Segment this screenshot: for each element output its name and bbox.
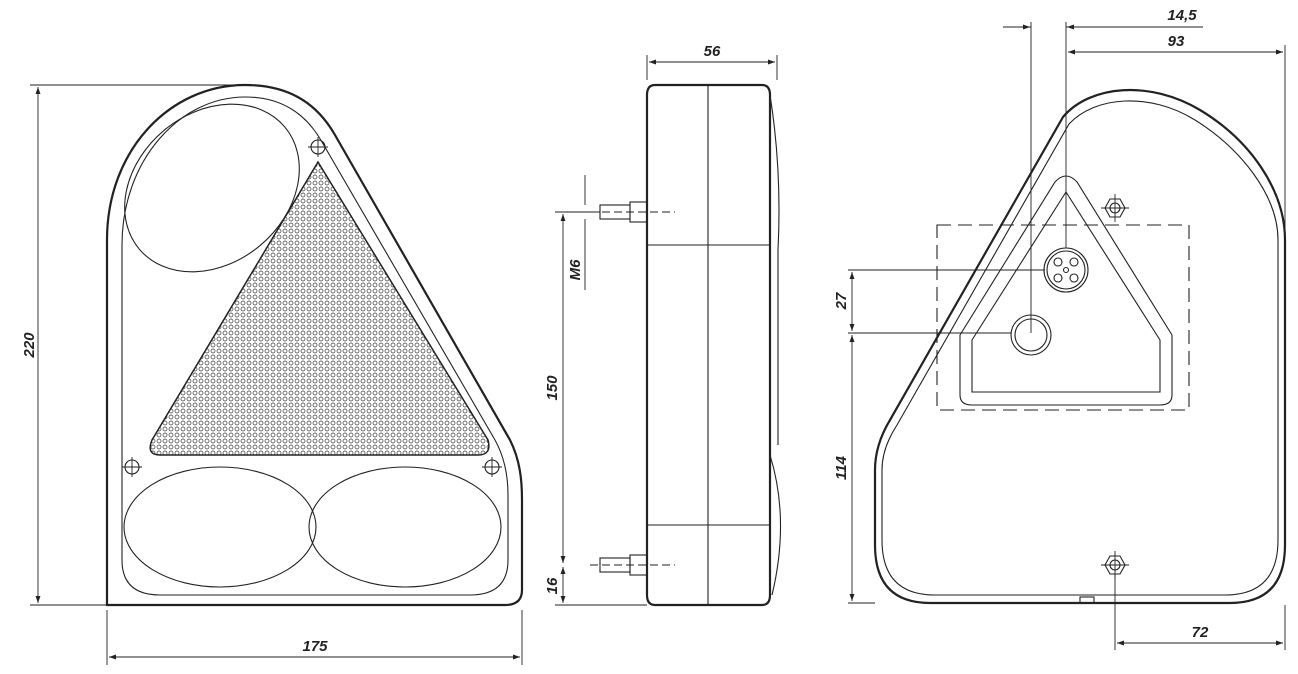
- dim-connector-vertical-label: 27: [833, 292, 850, 310]
- dim-stud-offset-label: 16: [544, 577, 561, 594]
- dim-hole-height-label: 114: [833, 455, 850, 480]
- rear-outline: [873, 88, 1287, 605]
- lower-right-lens: [308, 466, 502, 588]
- nut-icon: [1101, 194, 1129, 222]
- screw-icon: [308, 137, 328, 157]
- front-inner-outline: [121, 96, 509, 596]
- side-view: 56 M6 150 16: [544, 43, 782, 607]
- dim-stud-spacing-label: 150: [544, 375, 561, 401]
- reflector-triangle: [149, 160, 490, 456]
- rear-view: 14,5 93 27 114 72: [833, 7, 1287, 650]
- rear-inner-outline: [881, 100, 1279, 596]
- connector-icon: [1043, 247, 1089, 293]
- inner-triangle: [959, 175, 1173, 406]
- dim-thread-label: M6: [567, 259, 584, 280]
- dim-nut-edge-label: 72: [1192, 624, 1209, 641]
- nut-icon: [1101, 551, 1129, 579]
- dim-connector-offset-label: 14,5: [1167, 7, 1197, 24]
- side-body: [645, 83, 772, 607]
- dim-connector-edge-label: 93: [1168, 33, 1185, 50]
- dim-width-label: 175: [302, 638, 328, 655]
- stud-upper: [590, 201, 675, 223]
- front-view: 220 175: [21, 83, 524, 665]
- dim-height-label: 220: [21, 332, 38, 359]
- dim-depth-label: 56: [704, 43, 721, 60]
- side-lens: [769, 94, 782, 596]
- mounting-area: [936, 224, 1190, 411]
- screw-icon: [122, 457, 142, 477]
- front-outline: [105, 83, 524, 607]
- upper-lens: [124, 103, 300, 273]
- screw-icon: [482, 457, 502, 477]
- stud-lower: [590, 554, 675, 576]
- lower-left-lens: [123, 466, 317, 588]
